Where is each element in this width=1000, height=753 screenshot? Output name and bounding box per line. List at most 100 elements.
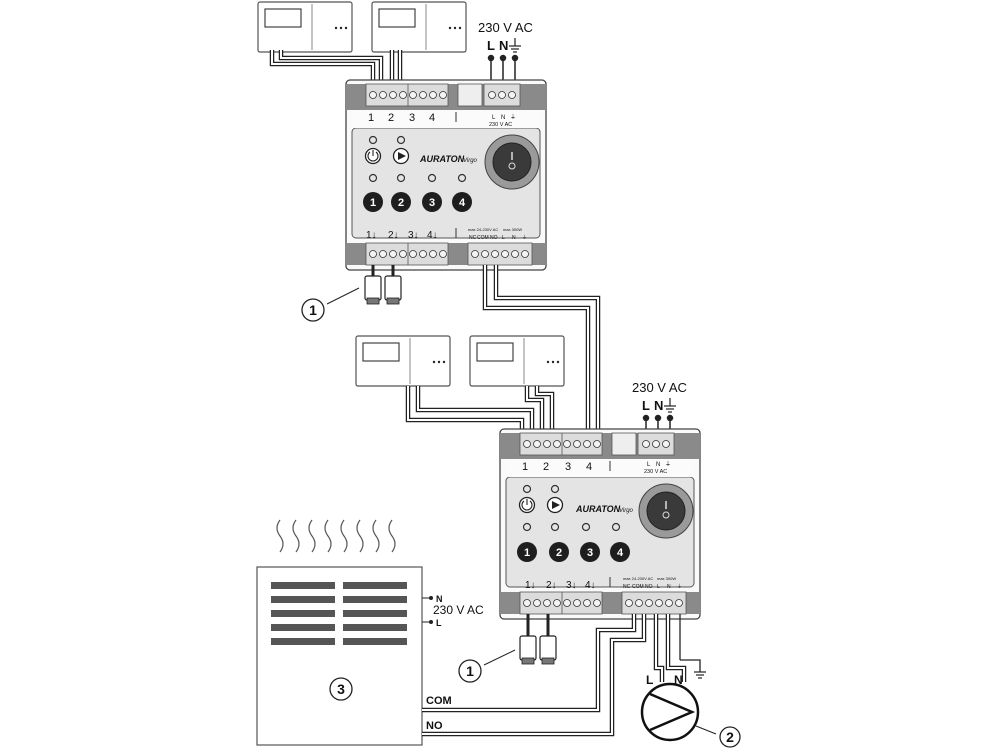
boiler-com-label: COM bbox=[426, 695, 452, 707]
room-thermostat-2 bbox=[371, 1, 467, 53]
svg-text:2↓: 2↓ bbox=[546, 580, 557, 591]
circulation-pump bbox=[640, 682, 700, 742]
relay-info-1: max 24-230V AC max 300W bbox=[468, 227, 522, 232]
svg-text:3: 3 bbox=[409, 112, 415, 124]
controller-module-1 bbox=[345, 79, 547, 271]
actuators-1 bbox=[364, 265, 402, 305]
svg-text:4↓: 4↓ bbox=[585, 580, 596, 591]
relay-info-2: max 24-230V AC max 300W bbox=[623, 576, 676, 581]
model-label-2: Virgo bbox=[619, 508, 634, 514]
svg-text:3↓: 3↓ bbox=[408, 230, 419, 241]
supply-l-top: L bbox=[487, 38, 495, 53]
power-terms-2: L N ⏚ 230 V AC bbox=[644, 461, 671, 475]
model-label-1: Virgo bbox=[463, 158, 478, 164]
zone-button-2-label: 2 bbox=[398, 197, 404, 209]
svg-text:4↓: 4↓ bbox=[427, 230, 438, 241]
svg-text:1: 1 bbox=[368, 112, 374, 124]
callout-1-bottom-label: 1 bbox=[466, 663, 474, 679]
zone-button-4-label-m2: 4 bbox=[617, 547, 624, 559]
svg-text:NC: NC bbox=[469, 235, 477, 241]
callout-pump bbox=[719, 726, 741, 748]
svg-text:max 300W: max 300W bbox=[503, 227, 522, 232]
callout-boiler bbox=[329, 677, 353, 701]
zone-labels-2: 1 2 3 4 bbox=[522, 461, 592, 473]
relay-terms-2: NC COM NO L N ⏚ bbox=[623, 583, 682, 590]
callout-actuator-bottom bbox=[458, 659, 482, 683]
svg-text:L: L bbox=[657, 584, 660, 590]
room-thermostat-1 bbox=[257, 1, 353, 53]
svg-text:NC: NC bbox=[623, 584, 631, 590]
ground-symbol-top bbox=[509, 38, 521, 53]
svg-text:max 24-230V AC: max 24-230V AC bbox=[468, 227, 498, 232]
supply-label-top: 230 V AC bbox=[478, 20, 533, 35]
supply-n-top: N bbox=[499, 38, 508, 53]
svg-text:COM: COM bbox=[632, 584, 644, 590]
callout-actuator-top bbox=[301, 298, 325, 322]
svg-text:4: 4 bbox=[429, 112, 435, 124]
svg-text:⏚: ⏚ bbox=[677, 583, 682, 590]
boiler-no-label: NO bbox=[426, 720, 443, 732]
zone-button-2-label-m2: 2 bbox=[556, 547, 562, 559]
svg-text:230 V AC: 230 V AC bbox=[489, 122, 512, 128]
output-labels-1: 1↓ 2↓ 3↓ 4↓ bbox=[366, 230, 438, 241]
svg-text:L: L bbox=[647, 462, 651, 468]
supply-l-mid: L bbox=[642, 398, 650, 413]
svg-text:2: 2 bbox=[388, 112, 394, 124]
boiler-n-label: N bbox=[436, 594, 443, 604]
ground-symbol-mid bbox=[664, 398, 676, 413]
svg-text:4: 4 bbox=[586, 461, 592, 473]
zone-labels-1: 1 2 3 4 bbox=[368, 112, 435, 124]
svg-text:2: 2 bbox=[543, 461, 549, 473]
pump-l-label: L bbox=[646, 673, 653, 687]
room-thermostat-3 bbox=[355, 335, 451, 387]
relay-terms-1: NC COM NO L N ⏚ bbox=[469, 234, 527, 241]
boiler-l-label: L bbox=[436, 618, 442, 628]
svg-text:L: L bbox=[492, 115, 496, 121]
svg-text:1: 1 bbox=[522, 461, 528, 473]
boiler-voltage-label: 230 V AC bbox=[433, 603, 484, 617]
pump-n-label: N bbox=[674, 673, 683, 687]
heat-waves bbox=[276, 519, 396, 553]
callout-3-label: 3 bbox=[337, 681, 345, 697]
svg-text:max 24-230V AC: max 24-230V AC bbox=[623, 576, 653, 581]
supply-n-mid: N bbox=[654, 398, 663, 413]
supply-label-mid: 230 V AC bbox=[632, 380, 687, 395]
callout-1-top-label: 1 bbox=[309, 302, 317, 318]
svg-text:N: N bbox=[512, 235, 516, 241]
svg-text:⏚: ⏚ bbox=[665, 461, 671, 468]
callout-2-label: 2 bbox=[726, 729, 734, 745]
zone-button-1-label-m2: 1 bbox=[524, 547, 530, 559]
zone-buttons-1 bbox=[363, 192, 472, 212]
zone-button-3-label: 3 bbox=[429, 197, 435, 209]
power-terms-1: L N ⏚ 230 V AC bbox=[489, 114, 516, 128]
svg-text:⏚: ⏚ bbox=[510, 114, 516, 121]
svg-text:3↓: 3↓ bbox=[566, 580, 577, 591]
svg-text:1↓: 1↓ bbox=[525, 580, 536, 591]
svg-text:3: 3 bbox=[565, 461, 571, 473]
zone-button-4-label: 4 bbox=[459, 197, 466, 209]
svg-text:2↓: 2↓ bbox=[388, 230, 399, 241]
svg-text:1↓: 1↓ bbox=[366, 230, 377, 241]
zone-button-1-label: 1 bbox=[370, 197, 376, 209]
brand-label-2: AURATON bbox=[575, 504, 621, 514]
pump-wires bbox=[655, 614, 685, 682]
svg-text:N: N bbox=[656, 462, 660, 468]
svg-text:N: N bbox=[667, 584, 671, 590]
output-labels-2: 1↓ 2↓ 3↓ 4↓ bbox=[525, 580, 596, 591]
actuators-2 bbox=[519, 614, 557, 665]
svg-text:N: N bbox=[501, 115, 505, 121]
relay-wires bbox=[422, 614, 645, 735]
svg-text:NO: NO bbox=[490, 235, 498, 241]
svg-text:COM: COM bbox=[477, 235, 489, 241]
thermostat-wires-mid bbox=[407, 386, 553, 435]
pump-ground-symbol bbox=[694, 671, 706, 679]
svg-text:⏚: ⏚ bbox=[522, 234, 527, 241]
room-thermostat-4 bbox=[469, 335, 565, 387]
boiler bbox=[256, 566, 423, 746]
boiler-vents bbox=[271, 582, 407, 645]
svg-text:max 300W: max 300W bbox=[657, 576, 676, 581]
bus-wires bbox=[484, 265, 599, 430]
zone-buttons-2 bbox=[517, 542, 630, 562]
zone-button-3-label-m2: 3 bbox=[587, 547, 593, 559]
